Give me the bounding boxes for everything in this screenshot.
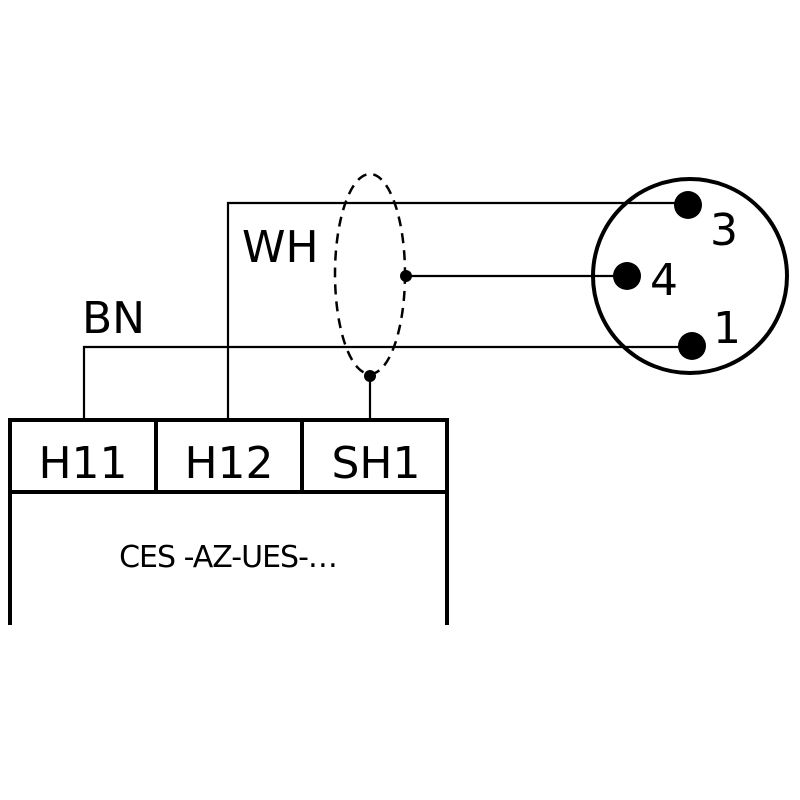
wire-bn	[82, 345, 692, 420]
pin-1-dot	[678, 332, 706, 360]
wire-wh	[226, 201, 688, 420]
terminal-h12-label: H12	[184, 438, 273, 489]
pin-3-dot	[674, 191, 702, 219]
terminal-sh1-label: SH1	[331, 438, 420, 489]
pin-1-label: 1	[713, 303, 741, 354]
shield-junction-dot	[364, 370, 376, 382]
m12-connector	[591, 177, 789, 375]
connector-outline	[591, 177, 789, 375]
terminal-h11-label: H11	[38, 438, 127, 489]
device-name-label: CES -AZ-UES-…	[119, 540, 337, 575]
wire-bn-label: BN	[82, 293, 145, 344]
pin-4-label: 4	[650, 255, 678, 306]
pin4-junction-dot	[400, 270, 412, 282]
pin-3-label: 3	[710, 205, 738, 256]
wire-wh-label: WH	[242, 222, 319, 273]
pin-4-dot	[613, 262, 641, 290]
